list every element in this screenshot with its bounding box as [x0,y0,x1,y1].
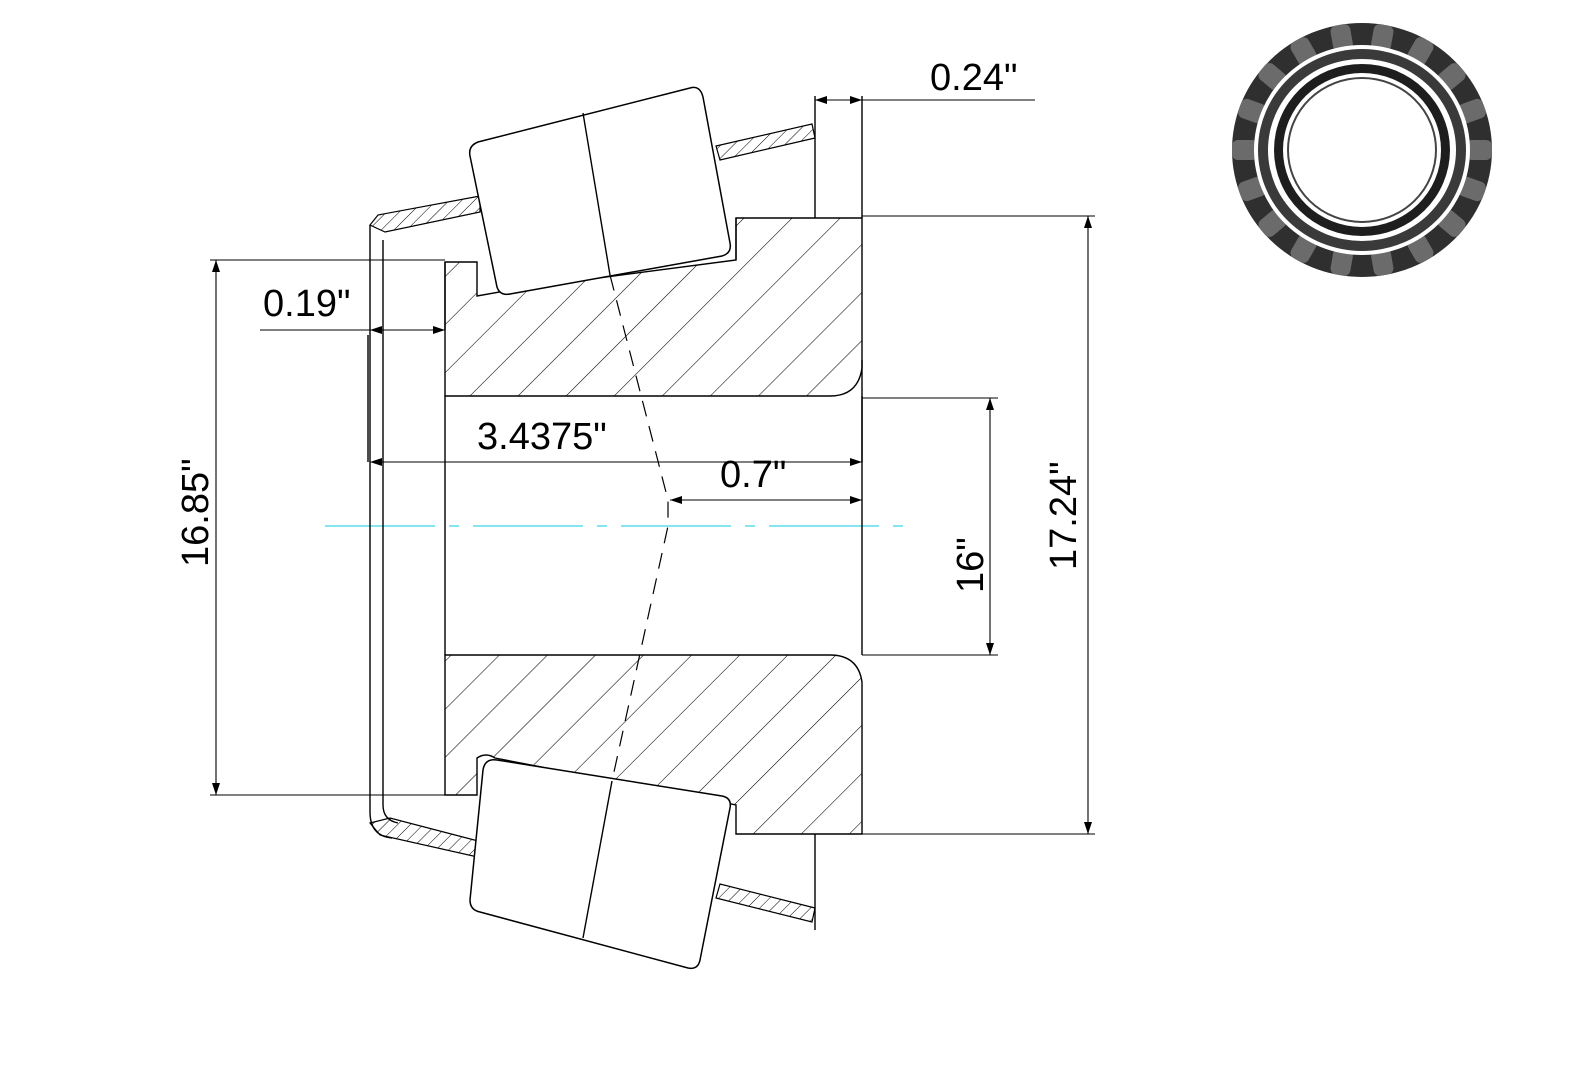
dim-bore-text: 16" [950,537,992,593]
dim-cup-width-text: 0.24" [930,57,1017,99]
thumbnail-roller [1238,176,1267,202]
cage-top-strip-outer [715,123,816,161]
dim-cone-offset: 0.7" [670,454,862,504]
dim-overall-width: 3.4375" [370,416,862,466]
cone-section-bottom [444,654,863,835]
cage-bottom-strip-outer [715,883,816,923]
roller-bottom [469,758,732,970]
dim-bore: 16" [862,397,998,656]
thumbnail-roller [1371,24,1394,52]
dim-cup-width: 0.24" [815,57,1035,104]
dim-offset-text: 0.19" [263,283,350,325]
thumbnail-roller [1238,98,1267,124]
thumbnail-roller [1457,98,1486,124]
dim-overall-width-text: 3.4375" [477,416,607,458]
roller-top [468,86,732,296]
thumbnail-roller [1371,248,1394,276]
bearing-3d-thumbnail-icon [1232,23,1492,277]
dim-offset: 0.19" [260,262,446,334]
thumbnail-roller [1330,24,1353,52]
thumbnail-roller [1330,248,1353,276]
dim-cone-outer-text: 16.85" [175,458,217,567]
pressure-line [609,274,669,782]
thumbnail-roller [1232,140,1258,160]
dim-cone-offset-text: 0.7" [720,454,786,496]
dim-cone-outer: 16.85" [175,259,445,796]
cage-bottom-strip [368,817,483,859]
cage-outline [369,225,399,839]
dim-outer-diameter: 17.24" [862,215,1095,835]
dim-outer-diameter-text: 17.24" [1043,461,1085,570]
thumbnail-roller [1466,140,1492,160]
cage-top-strip [369,195,481,233]
thumbnail-roller [1457,176,1486,202]
